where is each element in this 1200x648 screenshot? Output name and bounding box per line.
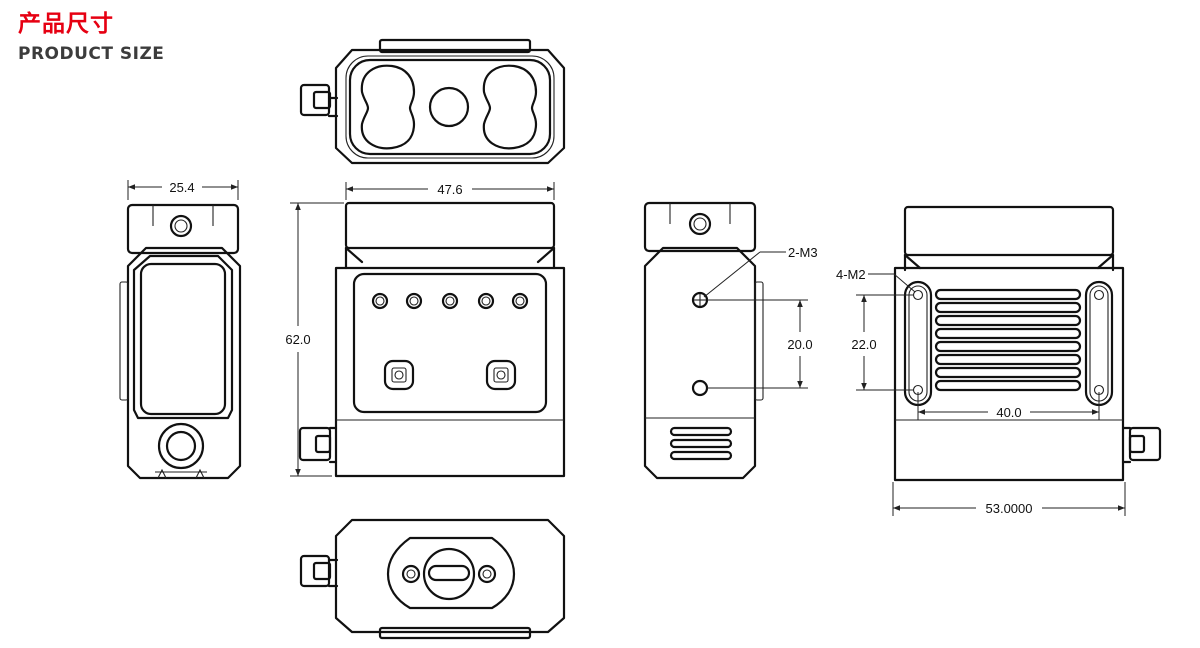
rear-side-view xyxy=(643,201,764,480)
page-title-english: PRODUCT SIZE xyxy=(18,44,165,64)
dim-label-back-width: 53.0000 xyxy=(986,501,1033,516)
dim-label-m3-spacing: 20.0 xyxy=(787,337,812,352)
dimension-height: 62.0 xyxy=(285,202,344,477)
m3-label: 2-M3 xyxy=(788,245,818,260)
dimension-front-width: 47.6 xyxy=(345,182,555,200)
side-view xyxy=(119,203,242,480)
front-view xyxy=(298,201,566,478)
dim-label-side-width: 25.4 xyxy=(169,180,194,195)
vent-slots xyxy=(669,426,733,461)
dimension-m3: 2-M3 20.0 xyxy=(703,245,818,389)
dim-label-front-width: 47.6 xyxy=(437,182,462,197)
bottom-view xyxy=(299,518,566,640)
indicator-leds xyxy=(371,292,529,310)
top-view xyxy=(299,38,566,165)
dimension-back-width: 53.0000 xyxy=(892,482,1126,516)
dimension-side-width: 25.4 xyxy=(127,180,239,200)
front-buttons xyxy=(383,359,517,391)
dim-label-height: 62.0 xyxy=(285,332,310,347)
m2-label: 4-M2 xyxy=(836,267,866,282)
page-title-chinese: 产品尺寸 xyxy=(18,11,114,37)
dimension-m2: 4-M2 22.0 40.0 xyxy=(836,267,1100,420)
dim-label-m2-horizontal: 40.0 xyxy=(996,405,1021,420)
heatsink-fins xyxy=(934,288,1082,392)
back-view xyxy=(893,205,1162,482)
dim-label-m2-vertical: 22.0 xyxy=(851,337,876,352)
